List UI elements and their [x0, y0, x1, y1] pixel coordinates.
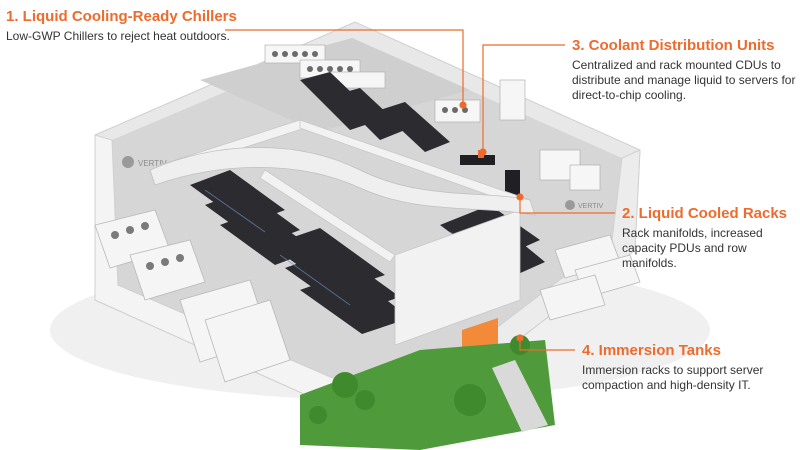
- leader-line-3: [482, 44, 565, 150]
- external-units-right: [539, 234, 641, 321]
- callout-immersion-title: 4. Immersion Tanks: [582, 342, 721, 359]
- generator-fans: [111, 222, 184, 270]
- leader-dot-2: [516, 193, 524, 201]
- chiller-fans: [272, 51, 468, 113]
- callout-chillers-description: Low-GWP Chillers to reject heat outdoors…: [6, 29, 230, 43]
- callout-immersion: 4. Immersion Tanks Immersion racks to su…: [582, 342, 797, 393]
- grass-lawn: [300, 340, 555, 450]
- callout-racks: 2. Liquid Cooled Racks Rack manifolds, i…: [622, 205, 797, 271]
- callout-immersion-description: Immersion racks to support server compac…: [582, 363, 764, 392]
- callout-cdus: 3. Coolant Distribution Units Centralize…: [572, 37, 797, 103]
- leader-line-2: [519, 200, 615, 214]
- central-corridor: [149, 147, 536, 216]
- callout-racks-description: Rack manifolds, increased capacity PDUs …: [622, 226, 763, 270]
- leader-dot-1: [459, 101, 467, 109]
- callout-chillers: 1. Liquid Cooling-Ready Chillers Low-GWP…: [6, 8, 326, 44]
- callout-racks-title: 2. Liquid Cooled Racks: [622, 205, 788, 222]
- svg-text:VERTIV: VERTIV: [138, 159, 167, 168]
- vertiv-sign-right: VERTIV: [565, 200, 603, 210]
- callout-cdus-description: Centralized and rack mounted CDUs to dis…: [572, 58, 796, 102]
- vertiv-sign-left: VERTIV: [122, 156, 167, 168]
- callout-cdus-title: 3. Coolant Distribution Units: [572, 37, 775, 54]
- leader-lines: [225, 29, 615, 351]
- callout-chillers-title: 1. Liquid Cooling-Ready Chillers: [6, 8, 237, 25]
- leader-dot-4: [516, 334, 524, 342]
- walkway: [492, 360, 548, 432]
- interior-walls: [159, 119, 531, 346]
- external-generators: [94, 209, 291, 383]
- leader-dot-3: [479, 148, 487, 156]
- leader-line-4: [519, 340, 575, 351]
- leader-line-1: [225, 29, 464, 103]
- svg-text:VERTIV: VERTIV: [578, 203, 603, 210]
